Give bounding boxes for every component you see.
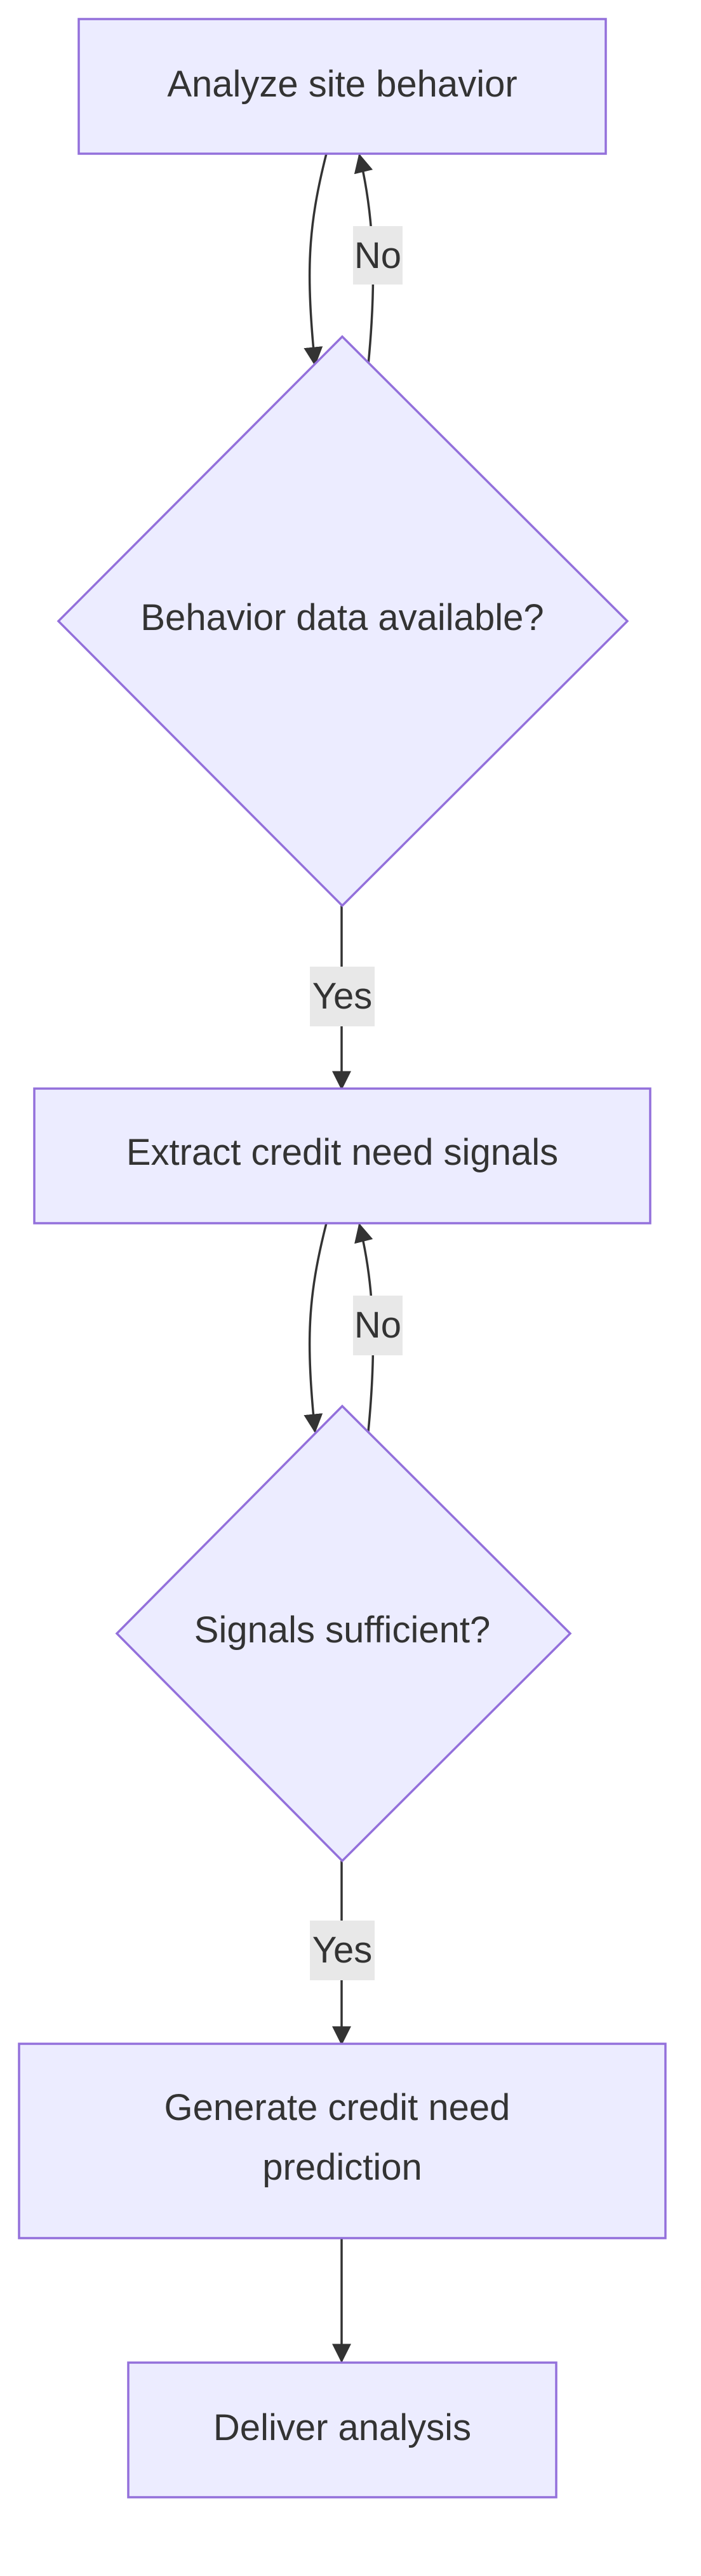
node-label: Signals sufficient? (194, 1609, 490, 1651)
node-label-line-1: Generate credit need (164, 2087, 511, 2128)
node-label: Analyze site behavior (167, 64, 517, 105)
edge-label-behavior-no: No (353, 226, 403, 285)
edge-label-signals-yes: Yes (310, 1921, 375, 1980)
edge-extract-to-signals-check (304, 1223, 328, 1433)
node-behavior-data-available: Behavior data available? (57, 335, 629, 908)
node-analyze-site-behavior: Analyze site behavior (77, 18, 607, 155)
edge-label-text: No (354, 1305, 401, 1346)
edge-label-text: Yes (312, 976, 373, 1017)
node-generate-credit-need-prediction: Generate credit need prediction (18, 2043, 667, 2239)
edge-label-signals-no: No (353, 1296, 403, 1355)
node-extract-credit-need-signals: Extract credit need signals (33, 1087, 651, 1224)
node-signals-sufficient: Signals sufficient? (115, 1404, 572, 1863)
edge-label-text: No (354, 235, 401, 276)
node-label: Deliver analysis (213, 2407, 471, 2448)
node-label-line-2: prediction (262, 2147, 422, 2188)
node-deliver-analysis: Deliver analysis (127, 2361, 557, 2499)
edge-label-behavior-yes: Yes (310, 967, 375, 1026)
node-label: Behavior data available? (140, 597, 544, 638)
node-label: Extract credit need signals (126, 1132, 558, 1173)
edge-analyze-to-behavior-check (304, 153, 328, 366)
edge-label-text: Yes (312, 1929, 373, 1971)
